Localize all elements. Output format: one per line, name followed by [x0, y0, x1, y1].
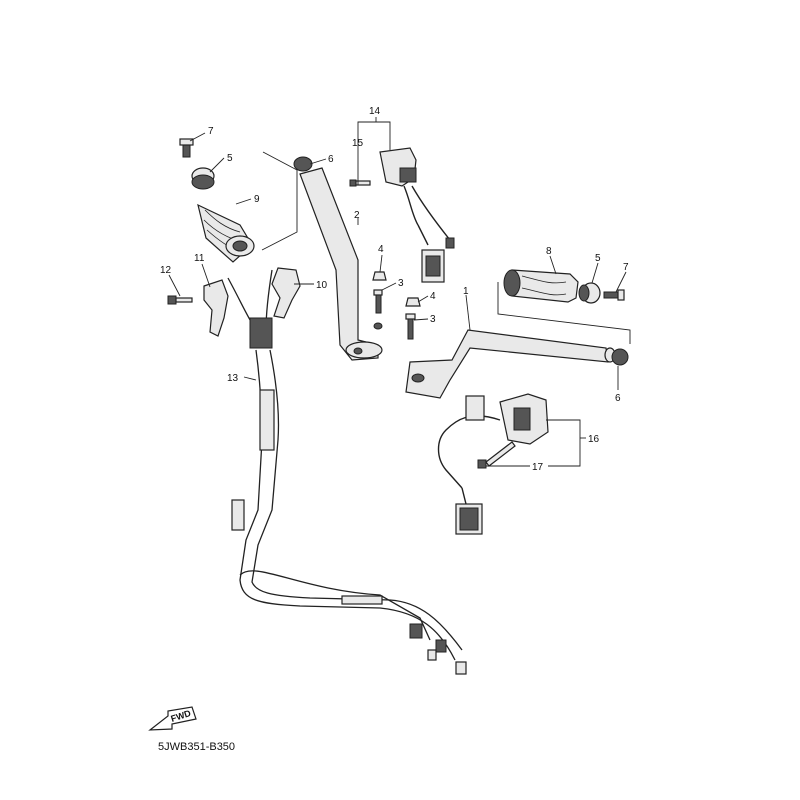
callout-3-right: 3	[430, 314, 436, 325]
throttle-housing-upper	[271, 267, 301, 319]
callout-7-right: 7	[623, 262, 629, 273]
right-handlebar	[405, 329, 616, 399]
callout-14: 14	[369, 106, 381, 117]
right-bar-end-grip-cap	[611, 348, 629, 366]
callout-2: 2	[354, 210, 360, 221]
left-bar-end-weight	[191, 167, 215, 190]
throttle-cables	[227, 269, 467, 675]
callout-6-left: 6	[328, 154, 334, 165]
right-bolt-3	[405, 313, 416, 340]
right-grip	[503, 269, 579, 303]
callout-3-left: 3	[398, 278, 404, 289]
left-switch-screw	[349, 179, 371, 187]
throttle-grip	[197, 203, 255, 263]
left-bar-end-grip-cap	[293, 156, 313, 172]
callout-6-right: 6	[615, 393, 621, 404]
forward-arrow-icon: FWD	[148, 706, 197, 731]
grip-assembly-bracket	[261, 151, 298, 251]
left-bar-end-bolt	[179, 138, 194, 158]
leader-lines	[168, 117, 627, 467]
right-bar-end-bolt	[603, 289, 625, 301]
callout-11: 11	[194, 253, 205, 264]
diagram-code: 5JWB351-B350	[158, 741, 235, 753]
left-cap-4	[372, 271, 387, 281]
callout-5-right: 5	[595, 253, 601, 264]
callout-12: 12	[160, 265, 172, 276]
right-cap-4	[405, 297, 421, 307]
callout-4-right: 4	[430, 291, 436, 302]
left-handlebar-switch	[379, 147, 455, 283]
right-bar-end-weight	[578, 282, 601, 304]
callout-13: 13	[227, 373, 239, 384]
right-handlebar-switch	[437, 393, 549, 535]
callout-17: 17	[532, 462, 544, 473]
callout-9: 9	[254, 194, 260, 205]
holder-screw-12	[167, 295, 193, 305]
callout-7-left: 7	[208, 126, 214, 137]
left-bolt-3	[373, 289, 383, 314]
callout-10: 10	[316, 280, 328, 291]
throttle-housing-lower	[203, 279, 229, 337]
callout-4-left: 4	[378, 244, 384, 255]
callout-8: 8	[546, 246, 552, 257]
left-handlebar	[299, 167, 383, 361]
callout-16: 16	[588, 434, 600, 445]
right-grip-bracket	[497, 282, 631, 344]
right-switch-screw	[477, 441, 516, 469]
callout-1: 1	[463, 286, 469, 297]
callout-15: 15	[352, 138, 364, 149]
callout-5-left: 5	[227, 153, 233, 164]
